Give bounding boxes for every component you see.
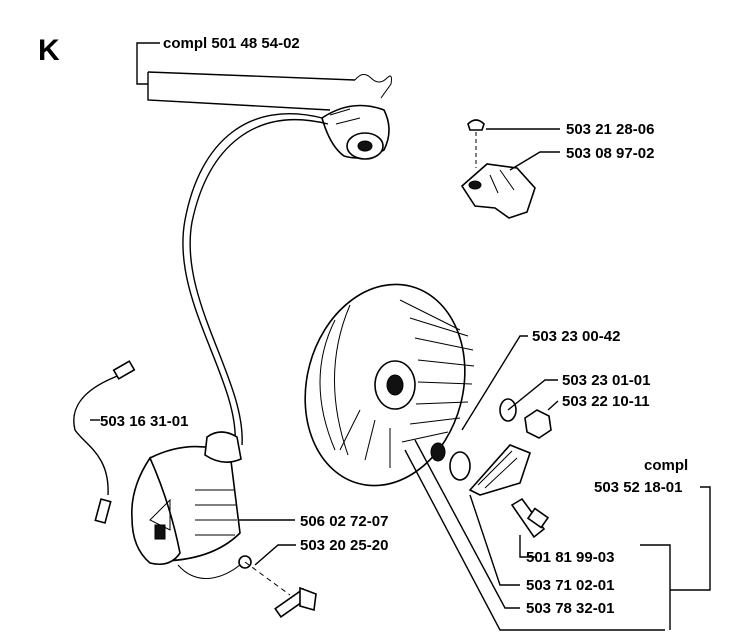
pawl-drawing: [468, 444, 531, 496]
label-key: 503 78 32-01: [526, 600, 614, 617]
label-starter-compl: compl: [644, 457, 688, 474]
label-coil: 506 02 72-07: [300, 513, 388, 530]
label-screw-top: 503 21 28-06: [566, 121, 654, 138]
short-cable-drawing: [73, 360, 136, 524]
coil-screw-drawing: [244, 561, 317, 618]
spark-plug-cap-drawing: [136, 42, 392, 160]
label-plug-cap: compl 501 48 54-02: [163, 35, 300, 52]
label-flywheel: 503 23 00-42: [532, 328, 620, 345]
label-pawl: 503 71 02-01: [526, 577, 614, 594]
flywheel-drawing: [304, 283, 475, 487]
label-starter-number: 503 52 18-01: [594, 479, 682, 496]
ht-lead: [182, 113, 323, 446]
label-cable: 503 16 31-01: [100, 413, 188, 430]
label-bracket: 503 08 97-02: [566, 145, 654, 162]
label-nut: 503 22 10-11: [562, 393, 650, 410]
nut-drawing: [524, 409, 552, 439]
pawl-screw-drawing: [510, 497, 550, 539]
ignition-coil-drawing: [131, 431, 252, 579]
label-coil-screw: 503 20 25-20: [300, 537, 388, 554]
label-washer: 503 23 01-01: [562, 372, 650, 389]
label-pawl-screw: 501 81 99-03: [526, 549, 614, 566]
leader-lines: [90, 128, 711, 631]
section-letter: K: [38, 34, 60, 67]
bracket-drawing: [460, 119, 536, 219]
